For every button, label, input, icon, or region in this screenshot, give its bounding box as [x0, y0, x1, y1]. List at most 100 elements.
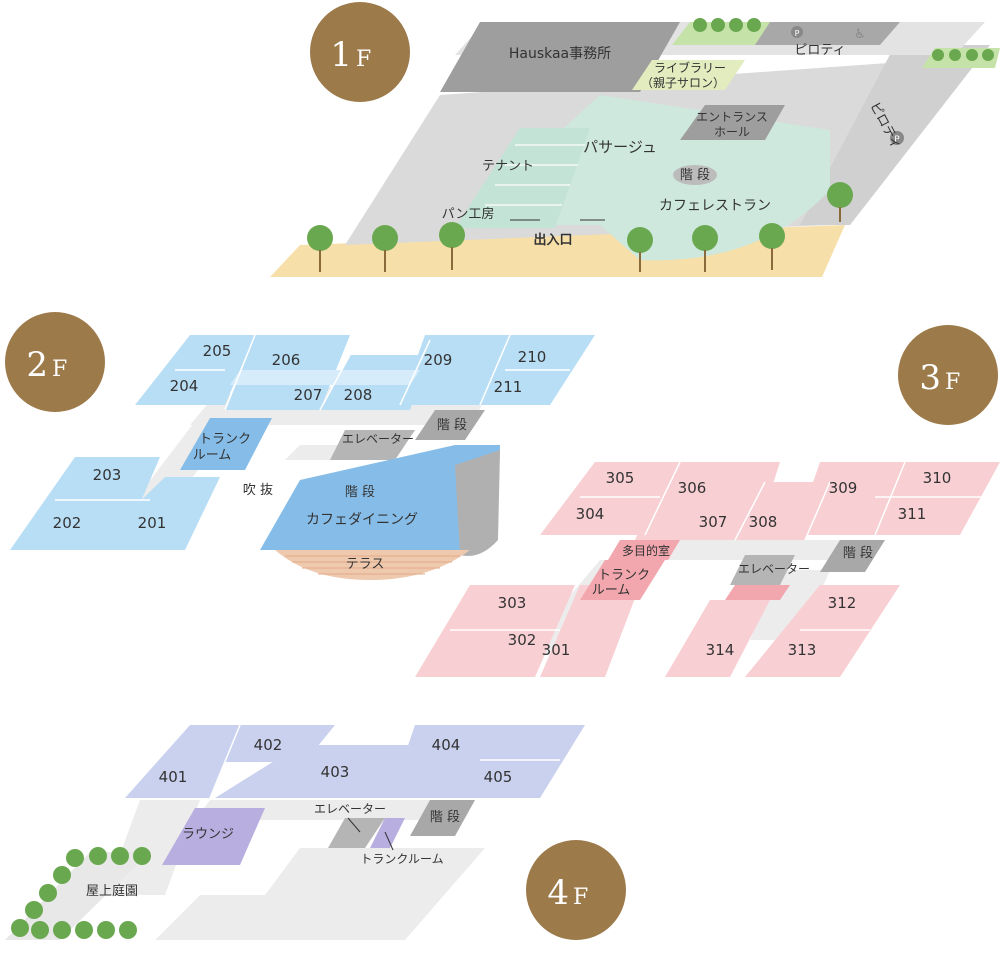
- elevator-2f-label: エレベーター: [342, 432, 414, 446]
- tree-icon: [11, 919, 29, 937]
- trunk-room-2f-label-1: トランク: [199, 432, 251, 447]
- lounge-4f[interactable]: [162, 808, 265, 865]
- floor-1: P P ♿ Hauskaa事務所 ピロティ ライブラリー （親子サロン） エント…: [270, 2, 1000, 277]
- room-block-4f-403[interactable]: [215, 745, 420, 798]
- stairs-3f[interactable]: [820, 540, 885, 572]
- room-block-4f-401[interactable]: [125, 725, 240, 798]
- multipurpose-label: 多目的室: [622, 543, 670, 558]
- floor-badge-3f: [898, 325, 998, 425]
- tree-icon: [25, 901, 43, 919]
- tree-icon: [759, 223, 785, 249]
- floor-badge-1f-number: 1: [330, 35, 352, 75]
- room-303: 303: [498, 594, 527, 612]
- floor-badge-2f-unit: F: [52, 357, 67, 382]
- room-block-4f-right[interactable]: [390, 725, 585, 798]
- atrium-label: 吹 抜: [243, 482, 273, 498]
- room-209: 209: [424, 351, 453, 369]
- tree-icon: [692, 225, 718, 251]
- room-block-2f-right[interactable]: [400, 335, 595, 405]
- terrace-label: テラス: [346, 557, 385, 572]
- floor-badge-2f: [5, 312, 105, 412]
- room-206: 206: [272, 351, 301, 369]
- tree-icon: [75, 921, 93, 939]
- tree-icon: [89, 847, 107, 865]
- trunk-room-3f[interactable]: [580, 560, 665, 600]
- trunk-room-4f[interactable]: [370, 818, 405, 848]
- room-block-3f-right[interactable]: [745, 585, 900, 677]
- room-208: 208: [344, 386, 373, 404]
- tree-icon: [133, 847, 151, 865]
- stairs-4f-label: 階 段: [430, 810, 460, 825]
- tree-icon: [39, 884, 57, 902]
- core-2f: [285, 445, 345, 460]
- elevator-3f-hall: [725, 585, 790, 600]
- tree-icon: [53, 921, 71, 939]
- room-block-3f-301[interactable]: [540, 585, 640, 677]
- room-405: 405: [484, 768, 513, 786]
- tree-icon: [729, 18, 743, 32]
- tree-icon: [119, 921, 137, 939]
- tree-icon: [982, 49, 994, 61]
- parking-symbol-right: P: [894, 135, 900, 145]
- room-301: 301: [542, 641, 571, 659]
- floor-badge-3f-number: 3: [919, 358, 941, 398]
- tree-icon: [711, 18, 725, 32]
- tree-icon: [949, 49, 961, 61]
- floor-badge-3f-unit: F: [945, 370, 960, 395]
- room-404: 404: [432, 736, 461, 754]
- floor-4: 401 402 403 404 405 ラウンジ エレベーター 階 段 トランク…: [5, 724, 626, 940]
- pilotis-top-block[interactable]: [755, 22, 900, 45]
- room-307: 307: [699, 513, 728, 531]
- trunk-room-2f[interactable]: [180, 418, 272, 470]
- room-308: 308: [749, 513, 778, 531]
- room-block-3f-bottom-left[interactable]: [415, 585, 575, 677]
- rooftop-lower-area: [155, 848, 485, 940]
- elevator-2f[interactable]: [330, 430, 415, 460]
- tree-icon: [932, 49, 944, 61]
- tree-icon: [439, 222, 465, 248]
- room-block-2f-201[interactable]: [90, 477, 220, 550]
- room-block-3f-bottom-right[interactable]: [665, 600, 770, 677]
- room-block-3f-top-left[interactable]: [540, 462, 680, 535]
- elevator-3f[interactable]: [730, 555, 795, 585]
- room-207: 207: [294, 386, 323, 404]
- multipurpose-room-3f[interactable]: [608, 540, 680, 560]
- lounge-label: ラウンジ: [182, 827, 234, 842]
- entrance-hall-block[interactable]: [680, 105, 785, 140]
- office-block[interactable]: [440, 22, 680, 92]
- parking-icon-right: [890, 131, 904, 145]
- tree-icon: [966, 49, 978, 61]
- rooftop-garden-area[interactable]: [5, 852, 150, 940]
- library-label-1: ライブラリー: [654, 60, 726, 75]
- pilotis-top-label: ピロティ: [794, 43, 845, 58]
- library-label-2: （親子サロン）: [641, 76, 725, 90]
- stairs-2f-upper[interactable]: [415, 410, 485, 440]
- corridor-2f-top: [230, 370, 420, 385]
- room-304: 304: [576, 505, 605, 523]
- room-202: 202: [53, 514, 82, 532]
- cafe-dining-area[interactable]: [260, 445, 500, 551]
- room-302: 302: [508, 631, 537, 649]
- floor-badge-4f-unit: F: [573, 885, 588, 910]
- tree-icon: [53, 866, 71, 884]
- floor-badge-4f: [526, 840, 626, 940]
- terrace-2f[interactable]: [275, 550, 470, 580]
- parking-icon-top: [791, 26, 803, 38]
- stairs-4f[interactable]: [410, 800, 475, 836]
- floor-2: 205 204 206 207 208 209 210 211 203 202 …: [5, 312, 595, 580]
- room-401: 401: [159, 768, 188, 786]
- cafe-grey-wall: [455, 450, 500, 556]
- tree-icon: [372, 225, 398, 251]
- tree-icon: [31, 921, 49, 939]
- elevator-4f[interactable]: [328, 818, 385, 848]
- tenant-area[interactable]: [455, 128, 590, 228]
- floor-badge-1f: [310, 2, 410, 102]
- room-312: 312: [828, 594, 857, 612]
- room-306: 306: [678, 479, 707, 497]
- library-room[interactable]: [632, 60, 745, 90]
- room-block-3f-top-right[interactable]: [795, 462, 1000, 535]
- corridor-3f-right: [750, 570, 830, 640]
- stairs-1f[interactable]: [673, 165, 717, 185]
- stairs-3f-label: 階 段: [843, 546, 873, 561]
